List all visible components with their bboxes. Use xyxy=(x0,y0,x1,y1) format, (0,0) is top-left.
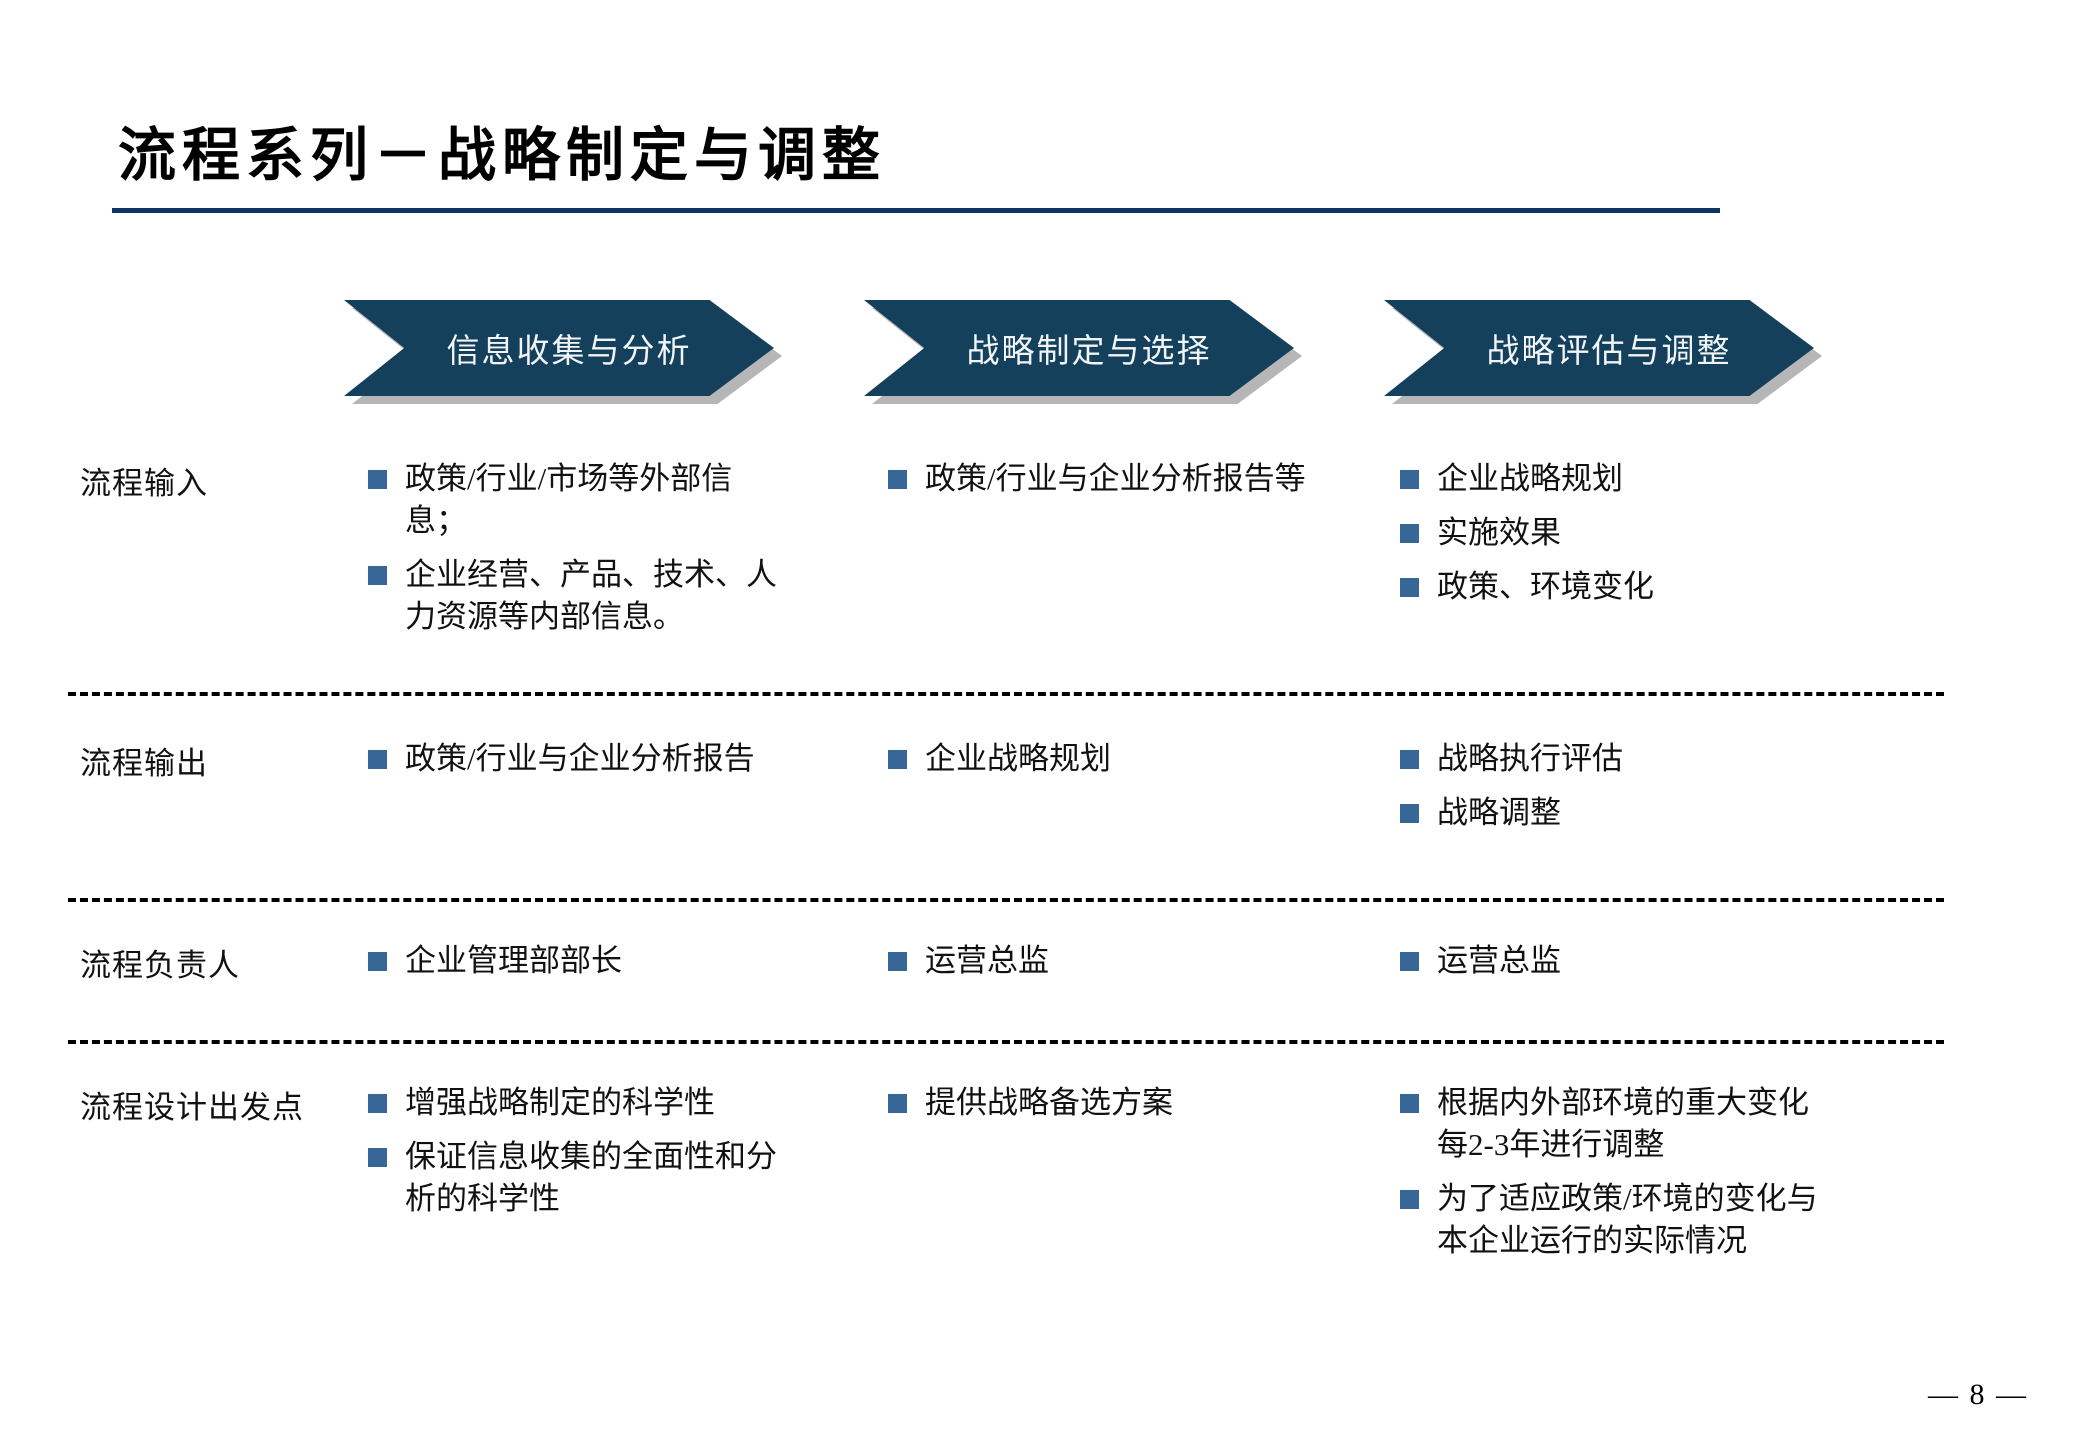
phase-banner-1[interactable]: 信息收集与分析 xyxy=(344,300,782,404)
list-item-text: 政策、环境变化 xyxy=(1437,569,1654,604)
square-bullet-icon xyxy=(1400,1190,1419,1209)
row-output-column-3: 战略执行评估 战略调整 xyxy=(1400,738,1830,846)
row-owner-column-1: 企业管理部部长 xyxy=(368,940,788,994)
square-bullet-icon xyxy=(888,470,907,489)
list-item-text: 提供战略备选方案 xyxy=(925,1085,1173,1120)
row-rationale-column-1: 增强战略制定的科学性 保证信息收集的全面性和分析的科学性 xyxy=(368,1082,788,1232)
phase-banner-label: 信息收集与分析 xyxy=(446,334,692,370)
square-bullet-icon xyxy=(368,750,387,769)
list-item: 实施效果 xyxy=(1400,512,1830,554)
list-item-text: 战略调整 xyxy=(1437,795,1561,830)
row-output-column-1: 政策/行业与企业分析报告 xyxy=(368,738,788,792)
list-item: 政策/行业/市场等外部信息； xyxy=(368,458,788,542)
list-item-text: 企业战略规划 xyxy=(925,741,1111,776)
phase-banner-label: 战略制定与选择 xyxy=(966,334,1212,370)
row-rationale-column-3: 根据内外部环境的重大变化每2-3年进行调整 为了适应政策/环境的变化与本企业运行… xyxy=(1400,1082,1830,1274)
list-item-text: 政策/行业与企业分析报告等 xyxy=(925,461,1306,496)
phase-banner-body: 战略评估与调整 xyxy=(1384,300,1814,396)
list-item: 运营总监 xyxy=(888,940,1308,982)
square-bullet-icon xyxy=(888,952,907,971)
phase-banner-2[interactable]: 战略制定与选择 xyxy=(864,300,1302,404)
square-bullet-icon xyxy=(368,566,387,585)
list-item: 企业战略规划 xyxy=(1400,458,1830,500)
list-item: 提供战略备选方案 xyxy=(888,1082,1308,1124)
list-item: 企业经营、产品、技术、人力资源等内部信息。 xyxy=(368,554,788,638)
list-item-text: 政策/行业/市场等外部信息； xyxy=(405,461,733,538)
row-label: 流程设计出发点 xyxy=(80,1090,304,1125)
row-owner-column-3: 运营总监 xyxy=(1400,940,1830,994)
square-bullet-icon xyxy=(1400,470,1419,489)
row-output-column-2: 企业战略规划 xyxy=(888,738,1308,792)
square-bullet-icon xyxy=(368,952,387,971)
square-bullet-icon xyxy=(1400,524,1419,543)
row-divider xyxy=(68,898,1944,902)
list-item-text: 企业管理部部长 xyxy=(405,943,622,978)
square-bullet-icon xyxy=(1400,952,1419,971)
phase-banner-label: 战略评估与调整 xyxy=(1486,334,1732,370)
square-bullet-icon xyxy=(368,470,387,489)
list-item-text: 企业战略规划 xyxy=(1437,461,1623,496)
list-item-text: 运营总监 xyxy=(925,943,1049,978)
phase-banner-body: 战略制定与选择 xyxy=(864,300,1294,396)
list-item-text: 实施效果 xyxy=(1437,515,1561,550)
list-item: 政策、环境变化 xyxy=(1400,566,1830,608)
square-bullet-icon xyxy=(1400,804,1419,823)
list-item: 战略调整 xyxy=(1400,792,1830,834)
row-divider xyxy=(68,1040,1944,1044)
list-item-text: 运营总监 xyxy=(1437,943,1561,978)
list-item: 运营总监 xyxy=(1400,940,1830,982)
square-bullet-icon xyxy=(368,1094,387,1113)
list-item: 保证信息收集的全面性和分析的科学性 xyxy=(368,1136,788,1220)
list-item: 政策/行业与企业分析报告 xyxy=(368,738,788,780)
square-bullet-icon xyxy=(888,1094,907,1113)
row-owner-column-2: 运营总监 xyxy=(888,940,1308,994)
row-label: 流程负责人 xyxy=(80,948,240,983)
list-item: 根据内外部环境的重大变化每2-3年进行调整 xyxy=(1400,1082,1830,1166)
list-item-text: 战略执行评估 xyxy=(1437,741,1623,776)
square-bullet-icon xyxy=(1400,578,1419,597)
list-item-text: 根据内外部环境的重大变化每2-3年进行调整 xyxy=(1437,1085,1809,1162)
row-label: 流程输入 xyxy=(80,466,208,501)
list-item-text: 为了适应政策/环境的变化与本企业运行的实际情况 xyxy=(1437,1181,1818,1258)
list-item-text: 企业经营、产品、技术、人力资源等内部信息。 xyxy=(405,557,777,634)
list-item: 战略执行评估 xyxy=(1400,738,1830,780)
list-item: 增强战略制定的科学性 xyxy=(368,1082,788,1124)
square-bullet-icon xyxy=(1400,750,1419,769)
list-item: 为了适应政策/环境的变化与本企业运行的实际情况 xyxy=(1400,1178,1830,1262)
row-label: 流程输出 xyxy=(80,746,208,781)
page-title: 流程系列－战略制定与调整 xyxy=(118,121,887,189)
row-input-column-2: 政策/行业与企业分析报告等 xyxy=(888,458,1308,512)
row-input-column-1: 政策/行业/市场等外部信息； 企业经营、产品、技术、人力资源等内部信息。 xyxy=(368,458,788,650)
page-number: — 8 — xyxy=(1928,1378,2028,1411)
row-input-column-3: 企业战略规划 实施效果 政策、环境变化 xyxy=(1400,458,1830,620)
list-item-text: 政策/行业与企业分析报告 xyxy=(405,741,755,776)
list-item: 企业管理部部长 xyxy=(368,940,788,982)
phase-banner-body: 信息收集与分析 xyxy=(344,300,774,396)
square-bullet-icon xyxy=(1400,1094,1419,1113)
square-bullet-icon xyxy=(888,750,907,769)
square-bullet-icon xyxy=(368,1148,387,1167)
list-item-text: 增强战略制定的科学性 xyxy=(405,1085,715,1120)
row-divider xyxy=(68,692,1944,696)
list-item: 企业战略规划 xyxy=(888,738,1308,780)
row-rationale-column-2: 提供战略备选方案 xyxy=(888,1082,1308,1136)
list-item-text: 保证信息收集的全面性和分析的科学性 xyxy=(405,1139,777,1216)
list-item: 政策/行业与企业分析报告等 xyxy=(888,458,1308,500)
title-underline-rule xyxy=(112,208,1720,213)
phase-banner-3[interactable]: 战略评估与调整 xyxy=(1384,300,1822,404)
